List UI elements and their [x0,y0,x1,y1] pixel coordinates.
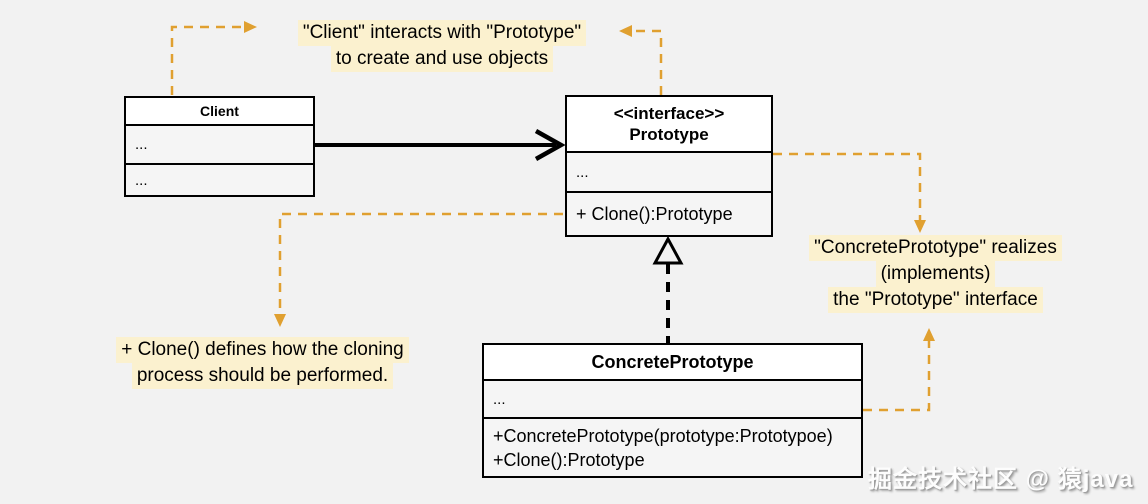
interface-methods-prototype: + Clone():Prototype [567,193,771,235]
note-line: + Clone() defines how the cloning [116,337,409,363]
class-fields-client: ... [126,126,313,165]
realization-triangle-icon [652,235,684,265]
note-connector-prototype-to-right-note [773,152,922,221]
class-box-concrete-prototype: ConcretePrototype ... +ConcretePrototype… [482,343,863,478]
stereotype-label: <<interface>> [613,104,725,123]
note-line: to create and use objects [330,46,554,72]
fields-placeholder: ... [576,163,589,181]
note-line: (implements) [875,261,996,287]
method-clone: + Clone():Prototype [576,204,733,224]
note-right: "ConcretePrototype" realizes (implements… [788,235,1083,313]
class-title-label: ConcretePrototype [591,351,754,372]
note-line: the "Prototype" interface [828,287,1043,313]
note-connector-arrowhead-up-icon [923,328,935,341]
class-methods-concrete-prototype: +ConcretePrototype(prototype:Prototypoe)… [484,419,861,476]
class-title-label: Client [200,103,239,119]
note-connector-arrowhead-down-icon [914,220,926,233]
association-arrowhead-icon [534,129,566,161]
note-bottom-left: + Clone() defines how the cloning proces… [85,337,440,389]
class-title-client: Client [126,98,313,126]
note-connector-concrete-to-right-note [863,341,931,412]
class-box-client: Client ... ... [124,96,315,197]
method-constructor: +ConcretePrototype(prototype:Prototypoe) [493,425,833,446]
fields-placeholder: ... [493,390,506,408]
class-title-label: Prototype [629,125,709,144]
note-connector-arrowhead-down-icon [274,314,286,327]
note-connector-client-to-top-note [170,25,243,95]
note-connector-prototype-to-top-note [632,29,663,95]
interface-fields-prototype: ... [567,153,771,193]
class-methods-client: ... [126,165,313,195]
class-fields-concrete-prototype: ... [484,381,861,419]
note-connector-prototype-to-bottom-left-note [278,212,563,314]
watermark-text: 掘金技术社区 @ 猿java [868,466,1134,493]
note-connector-arrowhead-right-icon [244,21,257,33]
fields-placeholder: ... [135,136,148,153]
class-title-concrete-prototype: ConcretePrototype [484,345,861,381]
methods-placeholder: ... [135,171,148,189]
interface-box-prototype: <<interface>> Prototype ... + Clone():Pr… [565,95,773,237]
method-clone: +Clone():Prototype [493,449,645,470]
note-line: "Client" interacts with "Prototype" [297,20,587,46]
note-top: "Client" interacts with "Prototype" to c… [262,20,622,72]
note-line: "ConcretePrototype" realizes [809,235,1062,261]
note-line: process should be performed. [131,363,394,389]
interface-title-prototype: <<interface>> Prototype [567,97,771,153]
